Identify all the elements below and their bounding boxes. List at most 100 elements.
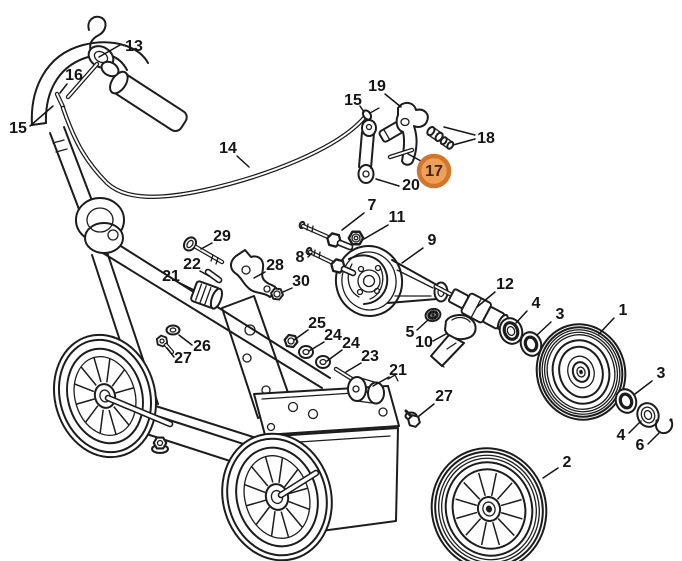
leader-line-11 bbox=[363, 224, 389, 240]
front-left-wheel-drawing bbox=[52, 333, 158, 459]
leader-line-18 bbox=[452, 138, 476, 146]
part-label-9[interactable]: 9 bbox=[428, 232, 437, 249]
sleeve-18b bbox=[439, 136, 455, 150]
leader-line-18 bbox=[443, 126, 476, 136]
part-label-4[interactable]: 4 bbox=[532, 295, 541, 312]
leader-line-26 bbox=[178, 334, 193, 346]
part-label-5[interactable]: 5 bbox=[406, 324, 415, 341]
bushing-4b bbox=[636, 402, 660, 428]
link-20 bbox=[357, 164, 375, 184]
part-label-16[interactable]: 16 bbox=[65, 67, 83, 84]
part-label-8[interactable]: 8 bbox=[296, 249, 305, 266]
gearbox-cone-9-drawing bbox=[334, 245, 449, 317]
leader-line-28 bbox=[253, 271, 266, 279]
part-label-6[interactable]: 6 bbox=[636, 437, 645, 454]
circlip-6 bbox=[654, 419, 674, 435]
part-label-1[interactable]: 1 bbox=[619, 302, 628, 319]
leader-line-12 bbox=[476, 291, 496, 308]
leader-line-10 bbox=[432, 333, 447, 342]
part-label-15[interactable]: 15 bbox=[344, 92, 362, 109]
part-label-22[interactable]: 22 bbox=[183, 256, 201, 273]
part-label-21[interactable]: 21 bbox=[389, 362, 407, 379]
wheel-2-drawing bbox=[430, 447, 548, 561]
part-label-25[interactable]: 25 bbox=[308, 315, 326, 332]
clamp-lever-10 bbox=[430, 314, 477, 368]
part-label-12[interactable]: 12 bbox=[496, 276, 514, 293]
part-label-3[interactable]: 3 bbox=[556, 306, 565, 323]
nut-5 bbox=[424, 307, 442, 323]
leader-line-24 bbox=[326, 349, 343, 362]
front-right-wheel-drawing bbox=[221, 432, 333, 561]
part-label-27[interactable]: 27 bbox=[174, 350, 192, 367]
part-label-3[interactable]: 3 bbox=[657, 365, 666, 382]
part-label-4[interactable]: 4 bbox=[617, 427, 626, 444]
part-label-10[interactable]: 10 bbox=[415, 334, 433, 351]
part-label-20[interactable]: 20 bbox=[402, 177, 420, 194]
part-label-28[interactable]: 28 bbox=[266, 257, 284, 274]
leader-line-21 bbox=[179, 282, 195, 291]
leader-line-1 bbox=[598, 317, 615, 335]
buffer-21 bbox=[190, 280, 223, 310]
leader-line-27 bbox=[418, 403, 435, 417]
throttle-lever-13-drawing bbox=[54, 15, 120, 110]
part-label-17[interactable]: 17 bbox=[425, 163, 443, 180]
part-label-29[interactable]: 29 bbox=[213, 228, 231, 245]
part-label-7[interactable]: 7 bbox=[368, 197, 377, 214]
leader-line-23 bbox=[345, 362, 362, 373]
leader-line-19 bbox=[384, 93, 402, 108]
spacer-3b bbox=[614, 388, 638, 414]
lever-link-cluster-drawing bbox=[357, 102, 455, 184]
roller-axle-parts-drawing bbox=[282, 333, 423, 429]
leader-line-8 bbox=[307, 252, 313, 258]
bolts-7-8-nut-11-drawing bbox=[298, 220, 365, 277]
leader-line-25 bbox=[293, 329, 309, 341]
part-label-19[interactable]: 19 bbox=[368, 78, 386, 95]
leader-line-15 bbox=[29, 105, 54, 127]
leader-line-27 bbox=[166, 347, 175, 358]
part-label-14[interactable]: 14 bbox=[219, 140, 237, 157]
leader-line-3 bbox=[536, 321, 552, 336]
leader-line-29 bbox=[200, 242, 213, 250]
leader-line-2 bbox=[542, 467, 559, 479]
leader-line-14 bbox=[236, 155, 250, 168]
leader-line-9 bbox=[401, 247, 424, 264]
shaft-12 bbox=[433, 284, 509, 331]
mounting-parts-drawing bbox=[154, 236, 285, 355]
part-label-26[interactable]: 26 bbox=[193, 338, 211, 355]
part-label-13[interactable]: 13 bbox=[125, 38, 143, 55]
part-label-24[interactable]: 24 bbox=[342, 335, 360, 352]
clamp-lever-shaft-drawing bbox=[424, 284, 543, 368]
highlight-ring-17[interactable] bbox=[416, 153, 452, 189]
part-label-11[interactable]: 11 bbox=[389, 209, 406, 226]
leader-line-17 bbox=[407, 153, 422, 162]
roller-21 bbox=[367, 381, 385, 405]
leader-line-6 bbox=[647, 432, 660, 445]
leader-line-13 bbox=[98, 44, 121, 58]
leader-line-7 bbox=[341, 212, 365, 231]
leader-line-30 bbox=[282, 287, 293, 293]
part-label-21[interactable]: 21 bbox=[162, 268, 180, 285]
leader-line-4 bbox=[515, 310, 528, 324]
bushing-4 bbox=[498, 317, 524, 345]
part-label-24[interactable]: 24 bbox=[324, 327, 342, 344]
leader-line-4 bbox=[628, 420, 642, 434]
leader-line-21 bbox=[372, 376, 390, 387]
part-label-23[interactable]: 23 bbox=[361, 348, 379, 365]
leader-line-20 bbox=[375, 178, 400, 187]
hub-parts-drawing bbox=[614, 388, 674, 435]
leader-line-3 bbox=[634, 380, 653, 395]
part-label-27[interactable]: 27 bbox=[435, 388, 453, 405]
leader-line-16 bbox=[59, 83, 68, 94]
part-label-15[interactable]: 15 bbox=[9, 120, 27, 137]
part-label-30[interactable]: 30 bbox=[292, 273, 310, 290]
part-label-18[interactable]: 18 bbox=[477, 130, 495, 147]
leader-line-22 bbox=[199, 270, 210, 277]
wheel-1-drawing bbox=[535, 323, 627, 421]
spacer-3 bbox=[519, 331, 543, 357]
handlebar-drawing bbox=[30, 41, 188, 133]
leader-line-5 bbox=[416, 319, 429, 331]
part-label-2[interactable]: 2 bbox=[563, 454, 572, 471]
washer-26 bbox=[165, 324, 181, 336]
